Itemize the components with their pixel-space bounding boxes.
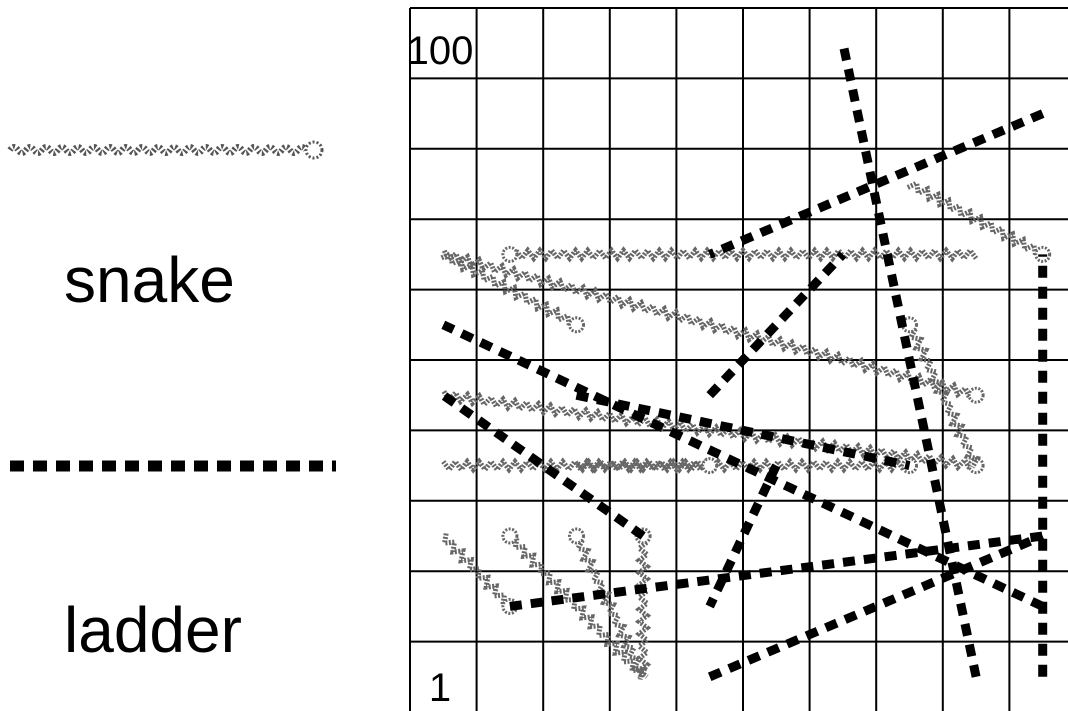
snake-body — [639, 536, 647, 677]
snake-head — [570, 318, 584, 332]
snake-head — [503, 529, 517, 543]
snake-body — [445, 533, 513, 604]
snake — [445, 533, 517, 613]
snake — [908, 183, 1050, 261]
snake — [441, 254, 583, 332]
square-100-label: 100 — [407, 29, 474, 73]
snake — [570, 529, 645, 679]
snake-body — [507, 538, 642, 680]
snake-head — [503, 247, 517, 261]
snake — [636, 529, 650, 677]
snake-body — [444, 251, 977, 398]
snake-head — [570, 529, 584, 543]
square-1-label: 1 — [429, 666, 451, 710]
snake-head — [969, 388, 983, 402]
snake — [503, 529, 642, 680]
snake — [503, 247, 976, 261]
snake-head — [703, 459, 717, 473]
ladder — [710, 254, 843, 395]
